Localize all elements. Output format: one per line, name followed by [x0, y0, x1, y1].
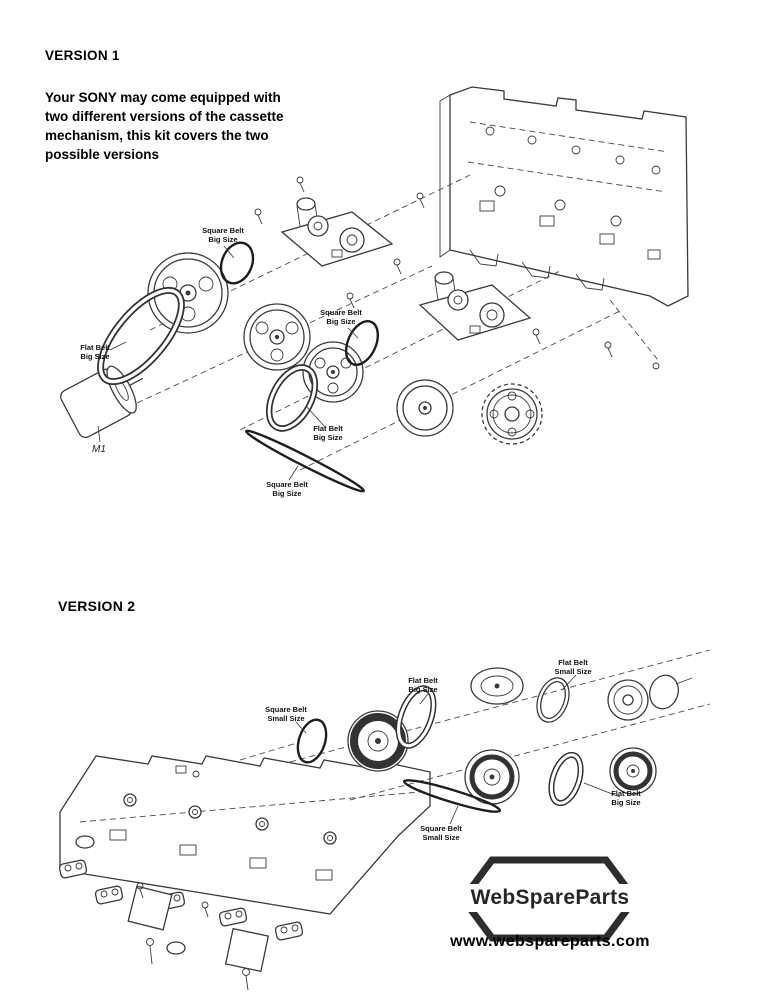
- v1-square-belt-1: [219, 241, 255, 285]
- v1-head-assembly-1: [280, 197, 394, 267]
- logo-text: WebSpareParts: [470, 886, 630, 909]
- v2-motor: [607, 674, 693, 721]
- v2-flat-belt-big-1: [395, 685, 437, 749]
- v1-flat-belt-1: [97, 286, 185, 386]
- version1-title: VERSION 1: [45, 48, 120, 63]
- label-v1-square-belt-3: Square Belt Big Size: [266, 480, 308, 499]
- v1-gear: [481, 383, 543, 445]
- v1-motor: [60, 365, 144, 438]
- label-v1-square-belt-1: Square Belt Big Size: [202, 226, 244, 245]
- v2-leader-lines: [295, 674, 621, 825]
- v1-pulley-right: [396, 379, 454, 437]
- v2-chassis-plate: [59, 755, 431, 915]
- v2-roller: [470, 667, 524, 705]
- v1-axis-lines: [91, 174, 659, 471]
- v1-grooved-pulley: [147, 252, 229, 334]
- v1-leader-lines: [97, 245, 359, 481]
- v2-flat-belt-small: [536, 677, 570, 723]
- v2-small-parts: [58, 835, 304, 991]
- label-v2-flat-belt-small: Flat Belt Small Size: [554, 658, 592, 677]
- label-v1-square-belt-2: Square Belt Big Size: [320, 308, 362, 327]
- label-v2-flat-belt-big-2: Flat Belt Big Size: [611, 789, 641, 808]
- v1-head-assembly-2: [418, 271, 532, 341]
- v1-flywheel-1: [243, 303, 311, 371]
- label-v1-motor-m1: M1: [92, 444, 106, 455]
- label-v1-flat-belt-1: Flat Belt Big Size: [80, 343, 110, 362]
- logo-hexagon: [452, 856, 648, 942]
- website-text: www.webspareparts.com: [450, 933, 650, 950]
- label-v2-square-belt-small-2: Square Belt Small Size: [420, 824, 462, 843]
- v1-chassis-plate: [439, 86, 689, 307]
- label-v1-flat-belt-2: Flat Belt Big Size: [313, 424, 343, 443]
- v1-square-belt-2: [344, 320, 380, 366]
- version1-description: Your SONY may come equipped with two dif…: [45, 90, 284, 163]
- v2-square-belt-small-1: [296, 718, 328, 764]
- v1-flat-belt-2: [265, 364, 319, 432]
- v2-square-belt-small-2: [402, 779, 502, 813]
- v2-pulley-right: [609, 747, 657, 795]
- label-v2-flat-belt-big-1: Flat Belt Big Size: [408, 676, 438, 695]
- label-v2-square-belt-small-1: Square Belt Small Size: [265, 705, 307, 724]
- v1-screws: [254, 176, 660, 370]
- v1-square-belt-3: [244, 429, 366, 493]
- version2-title: VERSION 2: [58, 598, 136, 614]
- v2-flat-belt-big-2: [548, 751, 584, 807]
